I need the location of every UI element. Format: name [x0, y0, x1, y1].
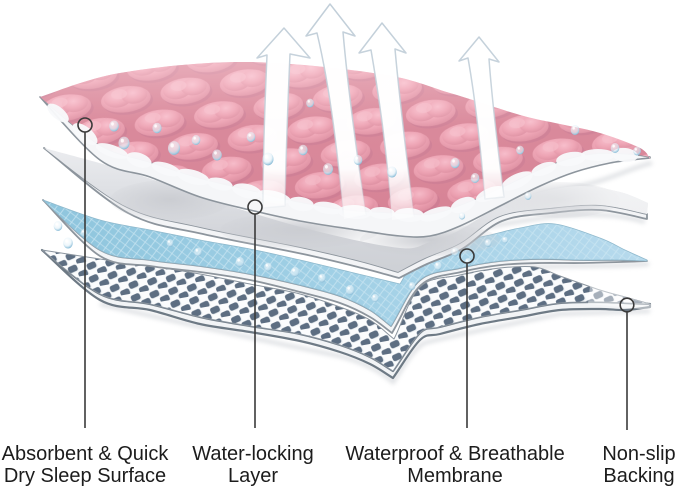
svg-text:Dry Sleep Surface: Dry Sleep Surface — [4, 465, 166, 486]
svg-text:Layer: Layer — [228, 465, 278, 486]
svg-text:Membrane: Membrane — [407, 465, 503, 486]
svg-text:Waterproof & Breathable: Waterproof & Breathable — [345, 443, 564, 465]
svg-text:Water-locking: Water-locking — [192, 443, 314, 465]
svg-text:Non-slip: Non-slip — [602, 443, 675, 465]
svg-text:Backing: Backing — [603, 465, 674, 486]
svg-text:Absorbent & Quick: Absorbent & Quick — [2, 443, 170, 465]
